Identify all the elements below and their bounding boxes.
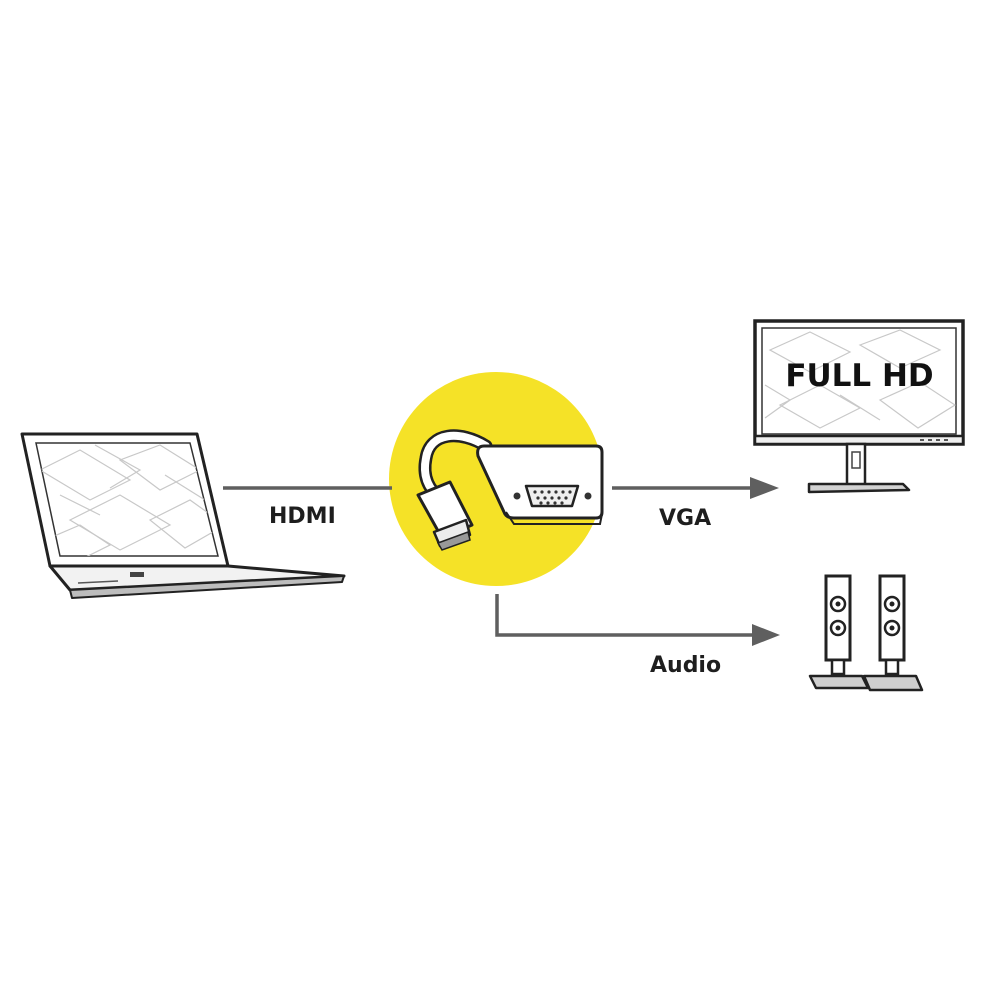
audio-connector-line xyxy=(495,594,754,637)
speaker-right xyxy=(862,574,924,692)
speaker-left xyxy=(808,574,870,690)
hdmi-vga-adapter-illustration xyxy=(416,429,604,551)
monitor-screen-text: FULL HD xyxy=(785,358,934,394)
audio-label: Audio xyxy=(650,653,722,678)
hdmi-label: HDMI xyxy=(269,504,336,529)
speakers-illustration xyxy=(808,574,924,692)
connector-lines xyxy=(223,486,754,637)
vga-label: VGA xyxy=(659,506,712,531)
audio-arrowhead xyxy=(752,624,780,646)
laptop-illustration xyxy=(20,432,346,599)
vga-arrowhead xyxy=(750,477,779,499)
monitor-illustration xyxy=(753,319,965,494)
